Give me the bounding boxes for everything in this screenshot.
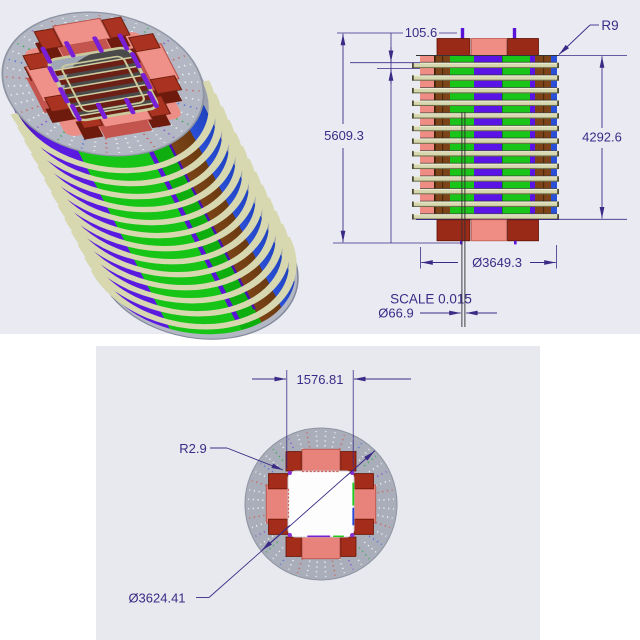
dim-corner-radius: R9: [601, 18, 618, 33]
front-top-peg: [512, 28, 517, 39]
dim-outer-diameter: Ø3649.3: [472, 255, 522, 270]
top-view-dimensions: 1576.81 R2.9 Ø3624.41: [128, 370, 411, 606]
iso-view: [0, 0, 299, 340]
dim-stud-diameter: Ø66.9: [378, 306, 413, 321]
dim-overall-height: 5609.3: [324, 128, 364, 143]
top-bore-corner-peg: [350, 533, 355, 538]
front-top-blocks: [436, 28, 539, 56]
front-view-dimensions: 5609.3 105.6 R9 4292.6 Ø3649.3: [324, 18, 627, 327]
iso-bore: [40, 33, 159, 122]
dim-stack-height: 4292.6: [582, 130, 622, 145]
top-bore-corner-peg: [287, 533, 292, 538]
front-lamination-stack: [412, 55, 559, 220]
top-bore-corner-peg: [287, 470, 292, 475]
front-bottom-peg: [460, 240, 463, 245]
top-view: 1576.81 R2.9 Ø3624.41: [128, 370, 411, 606]
iso-bore-rungs: [53, 56, 158, 122]
iso-clamp-rings: [10, 80, 297, 330]
iso-bore-rail-inner: [61, 55, 145, 113]
dim-fillet-radius: R2.9: [179, 441, 206, 456]
dim-bore-width: 1576.81: [297, 372, 344, 387]
dim-disk-diameter: Ø3624.41: [128, 591, 185, 606]
iso-bore-pegs: [40, 33, 159, 122]
top-bore: [287, 470, 355, 538]
dim-ring-pitch: 105.6: [405, 25, 438, 40]
front-bottom-peg: [514, 240, 517, 245]
front-bottom-blocks: [436, 219, 539, 245]
scale-note: SCALE 0.015: [390, 292, 472, 307]
front-top-peg: [460, 28, 465, 39]
front-view: 5609.3 105.6 R9 4292.6 Ø3649.3: [324, 18, 627, 327]
